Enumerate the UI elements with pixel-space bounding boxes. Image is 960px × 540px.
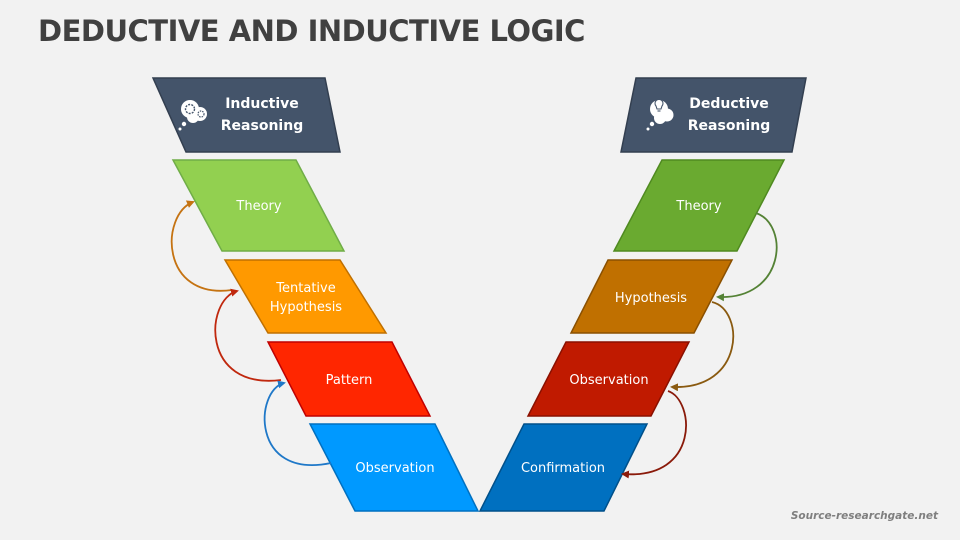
inductive-step-pattern: Pattern bbox=[266, 341, 432, 417]
gears-thought-bubble-icon bbox=[178, 100, 207, 131]
inductive-step-theory: Theory bbox=[171, 159, 346, 252]
deductive-step-observation: Observation bbox=[526, 341, 691, 417]
deductive-header-line2: Reasoning bbox=[688, 118, 770, 134]
inductive-step-label: Observation bbox=[355, 461, 434, 476]
page-title: DEDUCTIVE AND INDUCTIVE LOGIC bbox=[38, 14, 585, 48]
inductive-step-label: Pattern bbox=[326, 373, 373, 388]
deductive-header: Deductive Reasoning bbox=[620, 77, 807, 153]
inductive-arrow-pattern-to-hypothesis bbox=[214, 288, 282, 382]
source-credit: Source-researchgate.net bbox=[790, 510, 938, 522]
deductive-header-line1: Deductive bbox=[689, 96, 769, 112]
inductive-step-shape bbox=[308, 423, 480, 512]
inductive-header-line1: Inductive bbox=[225, 96, 299, 112]
deductive-step-hypothesis: Hypothesis bbox=[569, 259, 734, 334]
deductive-step-shape bbox=[526, 341, 691, 417]
deductive-step-label: Hypothesis bbox=[615, 291, 687, 306]
inductive-step-label-line2: Hypothesis bbox=[270, 300, 342, 315]
deductive-step-label: Theory bbox=[675, 199, 721, 214]
deductive-step-label: Confirmation bbox=[521, 461, 605, 476]
inductive-header-line2: Reasoning bbox=[221, 118, 303, 134]
deductive-step-shape bbox=[612, 159, 786, 252]
lightbulb-thought-bubble-icon bbox=[646, 98, 674, 131]
deductive-arrow-hypothesis-to-observation bbox=[670, 301, 734, 392]
deductive-step-theory: Theory bbox=[612, 159, 786, 252]
inductive-header-shape bbox=[151, 77, 341, 153]
inductive-step-shape bbox=[266, 341, 432, 417]
inductive-step-shape bbox=[223, 259, 388, 334]
inductive-step-label: Theory bbox=[235, 199, 281, 214]
inductive-arrow-hypothesis-to-theory bbox=[170, 200, 233, 292]
inductive-step-tentative-hypothesis: Tentative Hypothesis bbox=[223, 259, 388, 334]
inductive-arrow-observation-to-pattern bbox=[263, 380, 332, 466]
deductive-step-shape bbox=[569, 259, 734, 334]
deductive-step-label: Observation bbox=[569, 373, 648, 388]
inductive-step-label: Tentative bbox=[275, 281, 335, 296]
deductive-arrow-observation-to-confirmation bbox=[621, 390, 687, 479]
deductive-step-confirmation: Confirmation bbox=[478, 423, 649, 512]
inductive-step-shape bbox=[171, 159, 346, 252]
deductive-step-shape bbox=[478, 423, 649, 512]
inductive-step-observation: Observation bbox=[308, 423, 480, 512]
deductive-arrow-theory-to-hypothesis bbox=[716, 212, 778, 302]
deductive-header-shape bbox=[620, 77, 807, 153]
inductive-header: Inductive Reasoning bbox=[151, 77, 341, 153]
